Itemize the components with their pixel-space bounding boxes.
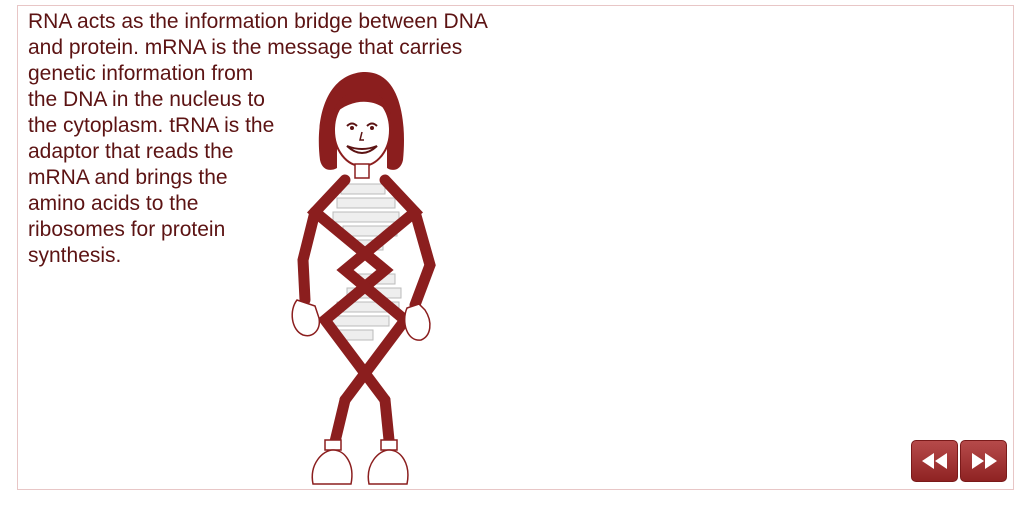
text-line: and protein. mRNA is the message that ca…	[28, 36, 463, 59]
slide-frame	[17, 5, 1014, 490]
next-button[interactable]	[960, 440, 1007, 482]
body-text-side: genetic information from the DNA in the …	[28, 61, 318, 269]
text-line: genetic information from	[28, 62, 254, 85]
dna-person-icon	[291, 71, 436, 485]
body-text-top: RNA acts as the information bridge betwe…	[28, 9, 548, 61]
previous-button[interactable]	[911, 440, 958, 482]
navigation-controls	[911, 440, 1007, 484]
fast-forward-icon	[971, 453, 997, 469]
text-line: mRNA and brings the	[28, 166, 228, 189]
text-line: synthesis.	[28, 244, 122, 267]
text-line: RNA acts as the information bridge betwe…	[28, 10, 488, 33]
text-line: the DNA in the nucleus to	[28, 88, 265, 111]
rewind-icon	[921, 453, 947, 469]
text-line: amino acids to the	[28, 192, 199, 215]
text-line: the cytoplasm. tRNA is the	[28, 114, 275, 137]
text-line: adaptor that reads the	[28, 140, 234, 163]
text-line: ribosomes for protein	[28, 218, 226, 241]
